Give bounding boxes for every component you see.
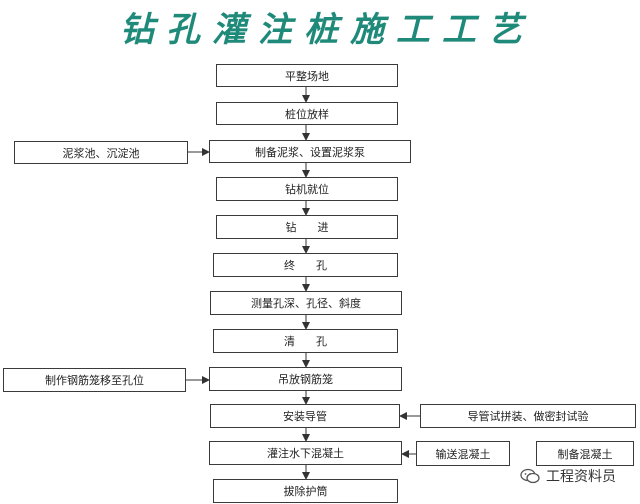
step-pile-layout: 桩位放样 bbox=[216, 102, 398, 125]
side-prepare-concrete: 制备混凝土 bbox=[536, 441, 634, 466]
step-remove-casing: 拔除护筒 bbox=[213, 479, 398, 503]
step-measure-hole: 测量孔深、孔径、斜度 bbox=[210, 291, 402, 315]
step-final-hole: 终 孔 bbox=[213, 253, 398, 277]
watermark-text: 工程资料员 bbox=[546, 469, 616, 485]
diagram-title: 钻孔灌注桩施工工艺 bbox=[120, 10, 534, 50]
step-clean-hole: 清 孔 bbox=[213, 329, 398, 353]
step-prepare-slurry: 制备泥浆、设置泥浆泵 bbox=[209, 140, 411, 163]
step-rig-in-place: 钻机就位 bbox=[216, 177, 398, 201]
step-pour-concrete: 灌注水下混凝土 bbox=[209, 441, 402, 465]
step-drilling: 钻 进 bbox=[216, 215, 398, 239]
step-lower-cage: 吊放钢筋笼 bbox=[209, 367, 402, 391]
side-slurry-pool: 泥浆池、沉淀池 bbox=[14, 141, 188, 164]
step-level-site: 平整场地 bbox=[216, 64, 398, 87]
wechat-icon bbox=[520, 468, 540, 484]
step-install-pipe: 安装导管 bbox=[210, 404, 400, 428]
side-pipe-test: 导管试拼装、做密封试验 bbox=[420, 404, 636, 428]
side-make-cage: 制作钢筋笼移至孔位 bbox=[3, 368, 186, 392]
side-transport-concrete: 输送混凝土 bbox=[416, 441, 510, 466]
watermark: 工程资料员 bbox=[520, 465, 616, 487]
